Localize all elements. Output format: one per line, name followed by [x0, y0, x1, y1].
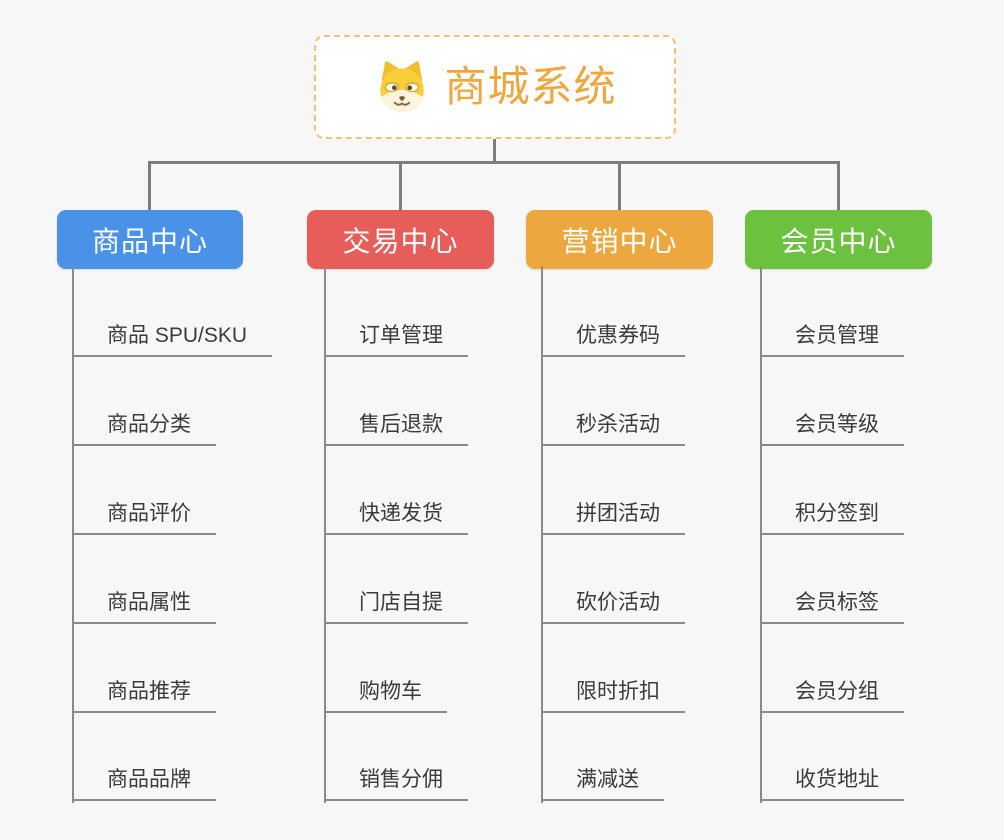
leaf-topic[interactable]: 快递发货 — [324, 499, 468, 535]
leaf-topic[interactable]: 商品品牌 — [72, 765, 216, 801]
branch-topic-member[interactable]: 会员中心 — [745, 210, 932, 269]
leaf-topic[interactable]: 订单管理 — [324, 321, 468, 357]
shiba-dog-icon — [380, 61, 425, 112]
branch-topic-trade[interactable]: 交易中心 — [307, 210, 494, 269]
leaf-topic[interactable]: 砍价活动 — [541, 588, 685, 624]
leaf-topic[interactable]: 会员管理 — [760, 321, 904, 357]
leaf-topic[interactable]: 会员等级 — [760, 410, 904, 446]
leaf-topic[interactable]: 收货地址 — [760, 765, 904, 801]
connector-horizontal — [148, 161, 840, 164]
leaf-topic[interactable]: 购物车 — [324, 677, 447, 713]
root-title: 商城系统 — [444, 63, 617, 110]
connector-drop-trade — [399, 161, 402, 210]
connector-root-stub — [493, 139, 496, 164]
leaf-topic[interactable]: 会员分组 — [760, 677, 904, 713]
leaf-topic[interactable]: 销售分佣 — [324, 765, 468, 801]
leaf-topic[interactable]: 商品分类 — [72, 410, 216, 446]
connector-drop-product — [148, 161, 151, 210]
connector-drop-member — [837, 161, 840, 210]
root-topic[interactable]: 商城系统 — [314, 35, 676, 139]
leaf-topic[interactable]: 优惠券码 — [541, 321, 685, 357]
leaf-topic[interactable]: 商品 SPU/SKU — [72, 321, 273, 357]
leaf-topic[interactable]: 商品属性 — [72, 588, 216, 624]
leaf-topic[interactable]: 拼团活动 — [541, 499, 685, 535]
leaf-topic[interactable]: 会员标签 — [760, 588, 904, 624]
leaf-topic[interactable]: 商品推荐 — [72, 677, 216, 713]
leaf-topic[interactable]: 秒杀活动 — [541, 410, 685, 446]
branch-topic-product[interactable]: 商品中心 — [57, 210, 243, 269]
leaf-topic[interactable]: 满减送 — [541, 765, 664, 801]
branch-topic-marketing[interactable]: 营销中心 — [526, 210, 713, 269]
connector-drop-marketing — [618, 161, 621, 210]
leaf-topic[interactable]: 商品评价 — [72, 499, 216, 535]
leaf-topic[interactable]: 售后退款 — [324, 410, 468, 446]
leaf-topic[interactable]: 限时折扣 — [541, 677, 685, 713]
leaf-topic[interactable]: 积分签到 — [760, 499, 904, 535]
leaf-topic[interactable]: 门店自提 — [324, 588, 468, 624]
